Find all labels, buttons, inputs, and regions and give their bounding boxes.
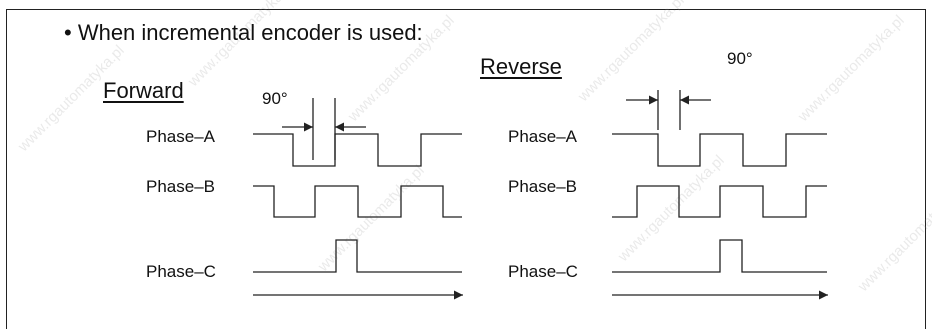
frame-border-left [6, 9, 7, 329]
reverse-phase-angle: 90° [727, 49, 753, 68]
forward-phase-a-waveform [253, 133, 462, 167]
forward-phase-b-label: Phase–B [146, 177, 215, 196]
heading: • When incremental encoder is used: [64, 20, 423, 45]
frame-border-top [6, 9, 926, 10]
forward-phase-c-label: Phase–C [146, 262, 216, 281]
reverse-phase-a-label: Phase–A [508, 127, 577, 146]
forward-phase-angle: 90° [262, 89, 288, 108]
reverse-phase-c-waveform [612, 239, 827, 273]
forward-title: Forward [103, 78, 184, 103]
forward-phase-a-label: Phase–A [146, 127, 215, 146]
forward-phase-c-waveform [253, 239, 462, 273]
reverse-phase-a-waveform [612, 133, 827, 167]
reverse-phase-b-waveform [612, 185, 827, 218]
forward-phase-b-waveform [253, 185, 462, 218]
reverse-title: Reverse [480, 54, 562, 79]
reverse-phase-b-label: Phase–B [508, 177, 577, 196]
frame-border-right [925, 9, 926, 329]
reverse-phase-c-label: Phase–C [508, 262, 578, 281]
